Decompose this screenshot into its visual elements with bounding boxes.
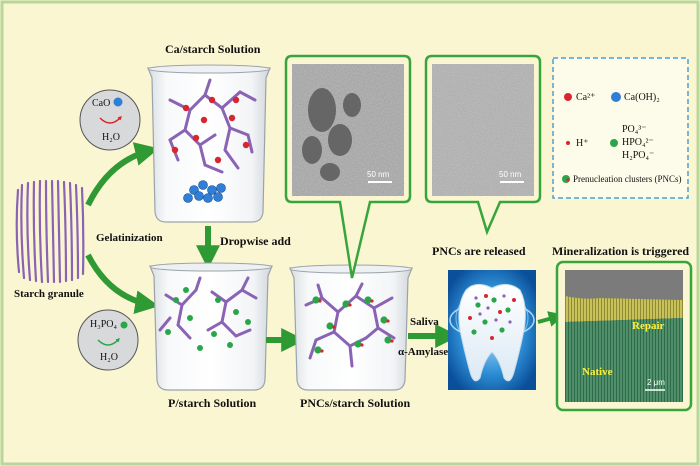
label-saliva: Saliva bbox=[410, 316, 439, 328]
cao-reagent bbox=[79, 89, 141, 151]
scale-label-sem: 2 μm bbox=[647, 378, 665, 387]
tem-image-pncs bbox=[284, 54, 412, 279]
legend-h: H⁺ bbox=[576, 138, 589, 149]
label-amylase: α-Amylase bbox=[398, 346, 449, 358]
h3po4-reagent bbox=[77, 309, 139, 371]
reagent-h2o-top: H₂O bbox=[102, 132, 120, 143]
legend-ca-marker bbox=[564, 93, 572, 101]
scale-label-tem-1: 50 nm bbox=[367, 170, 390, 179]
legend-hpo4: HPO₄²⁻ bbox=[622, 137, 654, 148]
legend-box bbox=[552, 57, 689, 199]
sem-image bbox=[555, 260, 693, 412]
label-pncs-solution: PNCs/starch Solution bbox=[300, 396, 411, 410]
reagent-h2o-bottom: H₂O bbox=[100, 352, 118, 363]
legend-pnc: Prenucleation clusters (PNCs) bbox=[573, 174, 682, 184]
label-mineralization: Mineralization is triggered bbox=[552, 244, 690, 258]
legend-caoh2: Ca(OH)₂ bbox=[624, 92, 660, 103]
label-pncs-released: PNCs are released bbox=[432, 244, 526, 258]
label-native: Native bbox=[582, 366, 613, 378]
label-p-solution: P/starch Solution bbox=[168, 396, 257, 410]
scale-label-tem-2: 50 nm bbox=[499, 170, 522, 179]
legend-h-marker bbox=[566, 141, 570, 145]
legend-p-marker bbox=[610, 139, 618, 147]
label-ca-solution: Ca/starch Solution bbox=[165, 42, 261, 56]
label-gelatinization: Gelatinization bbox=[96, 232, 163, 244]
beaker-ca-solution bbox=[147, 64, 271, 223]
arrow-to-ca-solution bbox=[85, 142, 160, 207]
label-starch-granule: Starch granule bbox=[14, 288, 84, 300]
label-dropwise: Dropwise add bbox=[220, 234, 291, 248]
beaker-pncs-solution bbox=[289, 264, 413, 391]
beaker-p-solution bbox=[149, 262, 273, 391]
reagent-cao: CaO bbox=[92, 98, 111, 109]
legend-caoh2-marker bbox=[611, 92, 621, 102]
reagent-h3po4: H₃PO₄ bbox=[90, 319, 117, 330]
tem-image-released bbox=[424, 54, 542, 236]
legend-po4: PO₄³⁻ bbox=[622, 124, 647, 135]
arrow-to-p-solution bbox=[85, 253, 160, 315]
tooth-illustration bbox=[448, 270, 536, 390]
label-repair: Repair bbox=[632, 320, 665, 332]
starch-granule bbox=[15, 179, 85, 284]
legend-ca: Ca²⁺ bbox=[576, 92, 596, 103]
legend-h2po4: H₂PO₄⁻ bbox=[622, 150, 655, 161]
